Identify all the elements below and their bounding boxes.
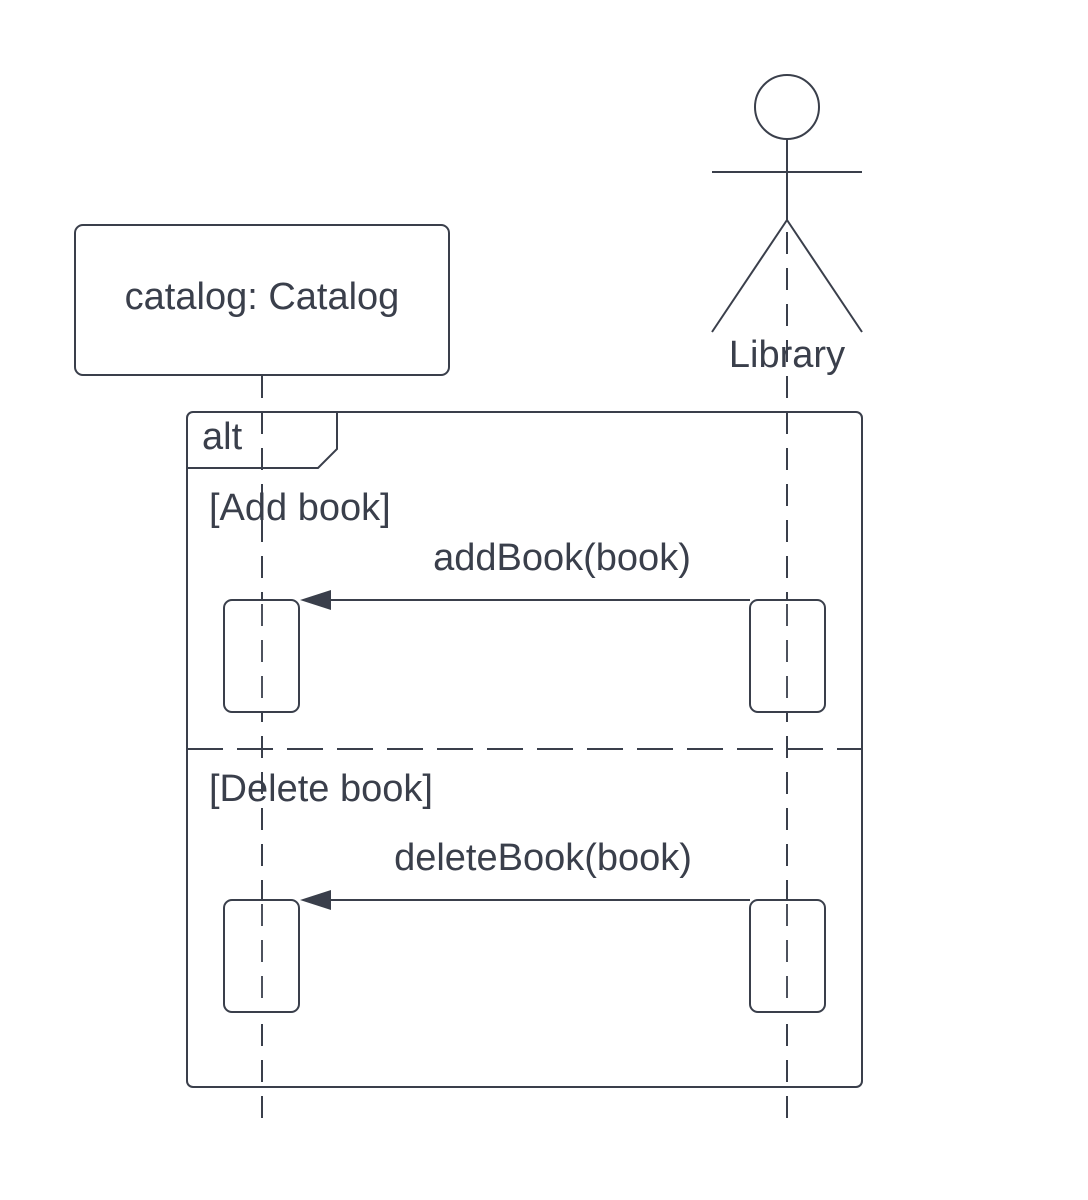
actor-right-leg — [786, 219, 863, 333]
alt-operator-tab — [187, 412, 338, 469]
library-actor-label: Library — [729, 334, 845, 376]
actor-head — [754, 74, 820, 140]
catalog-participant-label: catalog: Catalog — [125, 276, 400, 318]
actor-left-leg — [711, 219, 788, 333]
operand-guard-add: [Add book] — [209, 487, 391, 529]
catalog-participant-box — [74, 224, 450, 376]
catalog-participant[interactable]: catalog: Catalog — [74, 224, 450, 376]
alt-operator-label: alt — [202, 416, 243, 458]
operand-guard-delete: [Delete book] — [209, 768, 433, 810]
message-delete-book[interactable]: deleteBook(book) — [300, 837, 750, 910]
message-delete-book-arrowhead — [300, 890, 331, 910]
message-add-book-label: addBook(book) — [433, 537, 691, 579]
message-add-book-arrowhead — [300, 590, 331, 610]
alt-fragment[interactable]: alt [Add book] [Delete book] — [186, 411, 863, 1088]
library-actor[interactable]: Library — [711, 74, 863, 376]
actor-icon — [711, 74, 863, 333]
message-add-book[interactable]: addBook(book) — [300, 537, 750, 610]
message-delete-book-label: deleteBook(book) — [394, 837, 692, 879]
